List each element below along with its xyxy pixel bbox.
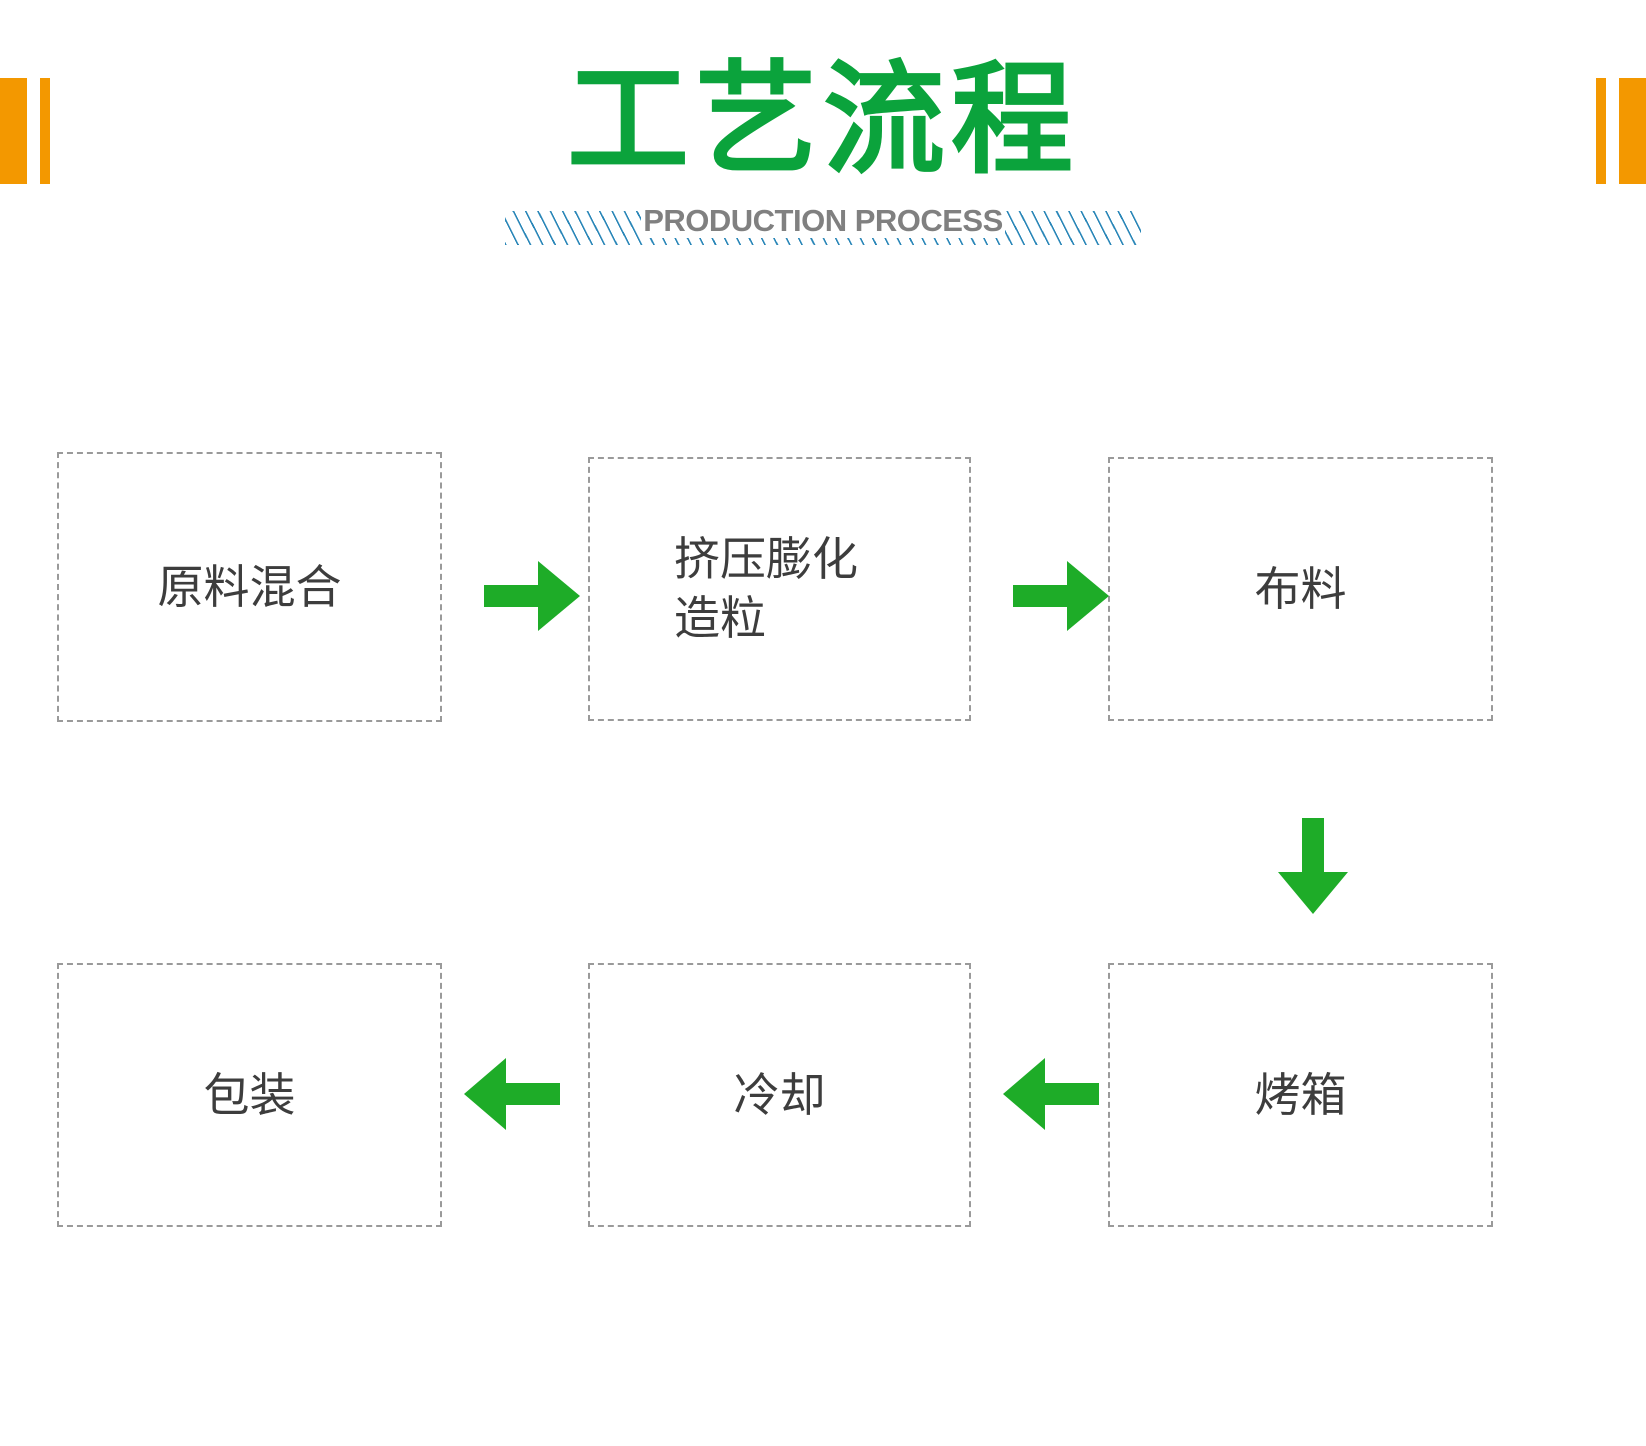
subtitle-band: PRODUCTION PROCESS [505, 202, 1141, 247]
flow-node-packaging[interactable]: 包装 [57, 963, 442, 1227]
flow-node-label: 原料混合 [157, 560, 342, 613]
flow-node-label: 烤箱 [1254, 1068, 1347, 1121]
orange-bar-thick-icon [0, 78, 27, 184]
orange-bar-thin-icon [40, 78, 50, 184]
flow-node-raw-material-mixing[interactable]: 原料混合 [57, 452, 442, 722]
page-subtitle-text: PRODUCTION PROCESS [641, 202, 1005, 238]
arrow-right-icon [1013, 555, 1109, 637]
page-header: 工艺流程 PRODUCTION PROCESS [0, 0, 1646, 247]
arrow-right-icon [484, 555, 580, 637]
decoration-bars-left [0, 78, 50, 184]
arrow-down-icon [1272, 818, 1354, 914]
orange-bar-thin-icon [1596, 78, 1606, 184]
flow-node-label: 包装 [203, 1068, 296, 1121]
flow-node-label: 布料 [1254, 562, 1347, 615]
arrow-left-icon [464, 1052, 560, 1136]
flow-node-oven[interactable]: 烤箱 [1108, 963, 1493, 1227]
flow-node-label: 冷却 [733, 1068, 826, 1121]
page-title: 工艺流程 [567, 52, 1079, 188]
flow-node-material-spreading[interactable]: 布料 [1108, 457, 1493, 721]
page-subtitle: PRODUCTION PROCESS [505, 202, 1141, 239]
arrow-left-icon [1003, 1052, 1099, 1136]
flow-node-extrusion-puffing-granulation[interactable]: 挤压膨化 造粒 [588, 457, 971, 721]
flow-node-label: 挤压膨化 造粒 [674, 533, 858, 644]
decoration-bars-right [1596, 78, 1646, 184]
flow-node-cooling[interactable]: 冷却 [588, 963, 971, 1227]
orange-bar-thick-icon [1619, 78, 1646, 184]
